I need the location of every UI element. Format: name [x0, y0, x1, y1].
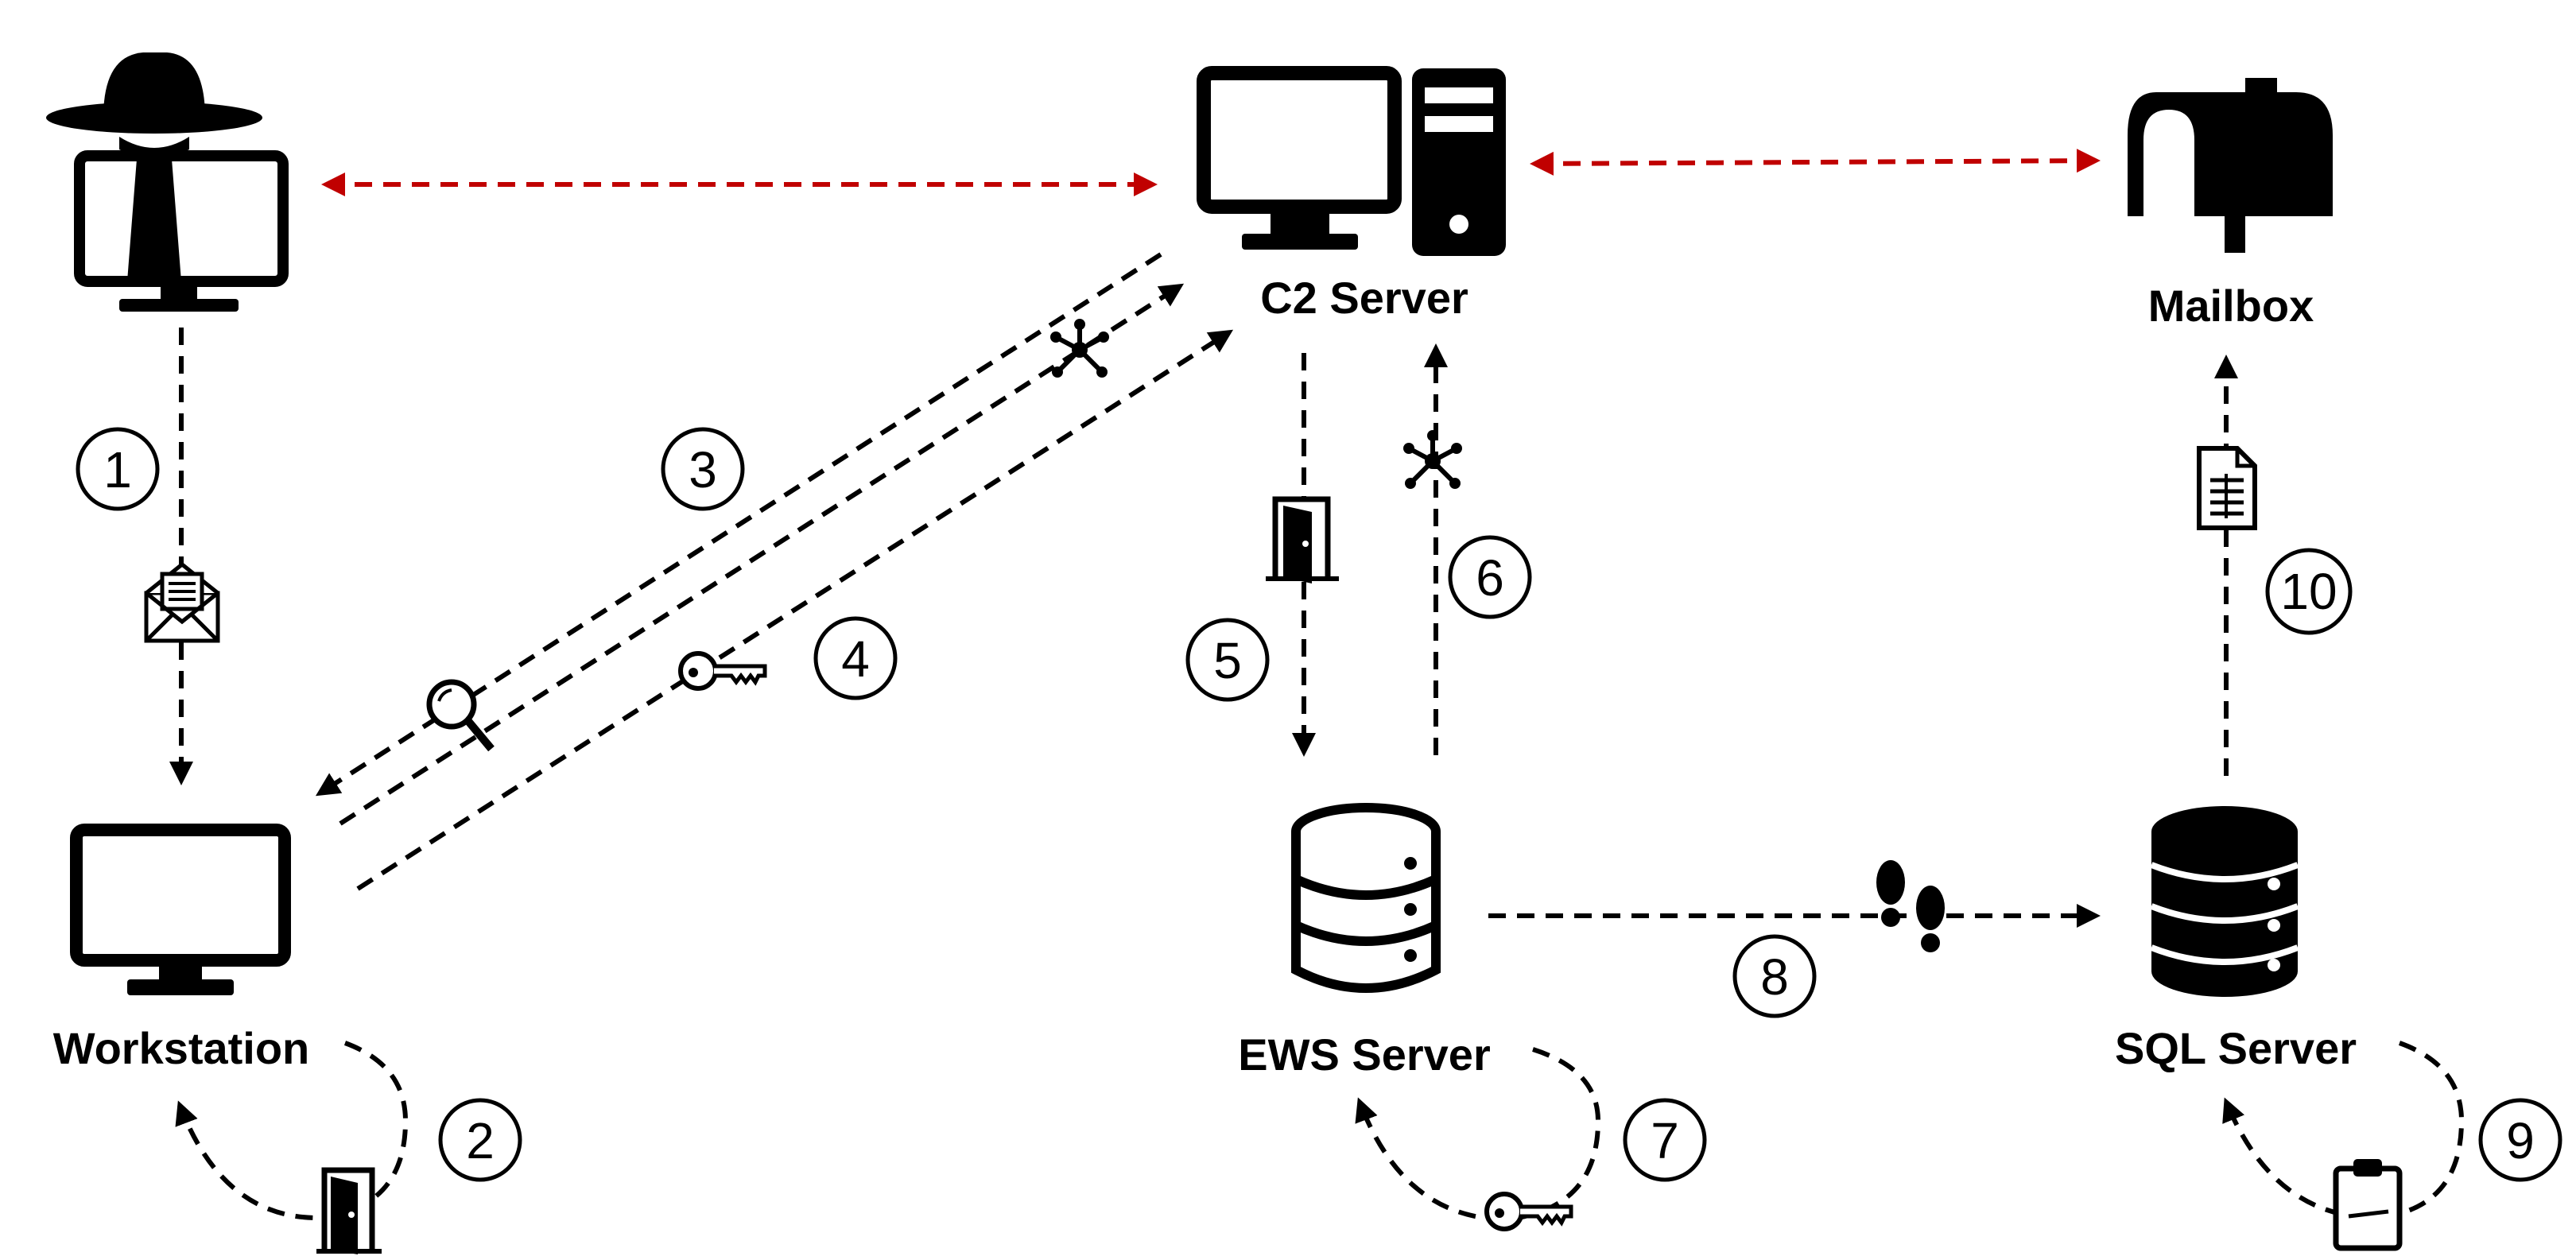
document-icon: [2197, 446, 2257, 530]
key-icon: [1484, 1192, 1573, 1231]
door-icon: [1266, 496, 1339, 583]
c2-mailbox-link: [1530, 149, 2101, 176]
step3-arrow-up: [339, 283, 1185, 826]
workstation-icon: [70, 824, 291, 995]
c2-server-label: C2 Server: [1260, 273, 1468, 323]
step-badge-4: 4: [813, 616, 898, 700]
step-badge-3: 3: [661, 427, 745, 511]
network-icon: [1403, 430, 1462, 489]
door-icon: [316, 1167, 382, 1254]
svg-text:10: 10: [2280, 563, 2337, 620]
svg-text:2: 2: [466, 1112, 495, 1169]
svg-text:9: 9: [2506, 1112, 2535, 1169]
sql-server-icon: [2150, 806, 2299, 997]
ews-server-label: EWS Server: [1238, 1029, 1491, 1080]
ews-server-icon: [1291, 803, 1441, 993]
step9-loop-arrow: [2222, 1041, 2465, 1221]
svg-text:7: 7: [1651, 1112, 1679, 1169]
svg-text:1: 1: [103, 441, 132, 498]
mailbox-label: Mailbox: [2148, 281, 2314, 331]
workstation-label: Workstation: [53, 1023, 310, 1073]
svg-text:4: 4: [841, 630, 870, 688]
network-icon: [1050, 319, 1109, 378]
footprints-icon: [1876, 860, 1945, 952]
mailbox-icon: [2128, 78, 2333, 253]
step4-arrow: [356, 329, 1234, 891]
attacker-icon: [46, 52, 289, 312]
clipboard-icon: [2333, 1159, 2403, 1251]
c2-server-icon: [1197, 66, 1506, 256]
step-badge-2: 2: [438, 1098, 522, 1182]
step-badge-9: 9: [2478, 1098, 2562, 1182]
step7-loop-arrow: [1355, 1047, 1601, 1223]
envelope-icon: [144, 561, 220, 643]
step-badge-5: 5: [1185, 618, 1270, 702]
svg-text:6: 6: [1476, 549, 1504, 607]
step-badge-10: 10: [2265, 548, 2353, 635]
magnifier-icon: [426, 679, 495, 752]
sql-server-label: SQL Server: [2115, 1023, 2357, 1073]
step-badge-8: 8: [1732, 934, 1817, 1018]
step-badge-6: 6: [1448, 535, 1532, 619]
step-badge-1: 1: [76, 427, 160, 511]
svg-text:3: 3: [689, 441, 717, 498]
step-badge-7: 7: [1623, 1098, 1707, 1182]
svg-text:8: 8: [1760, 948, 1789, 1006]
key-icon: [678, 651, 767, 691]
svg-text:5: 5: [1213, 632, 1242, 689]
